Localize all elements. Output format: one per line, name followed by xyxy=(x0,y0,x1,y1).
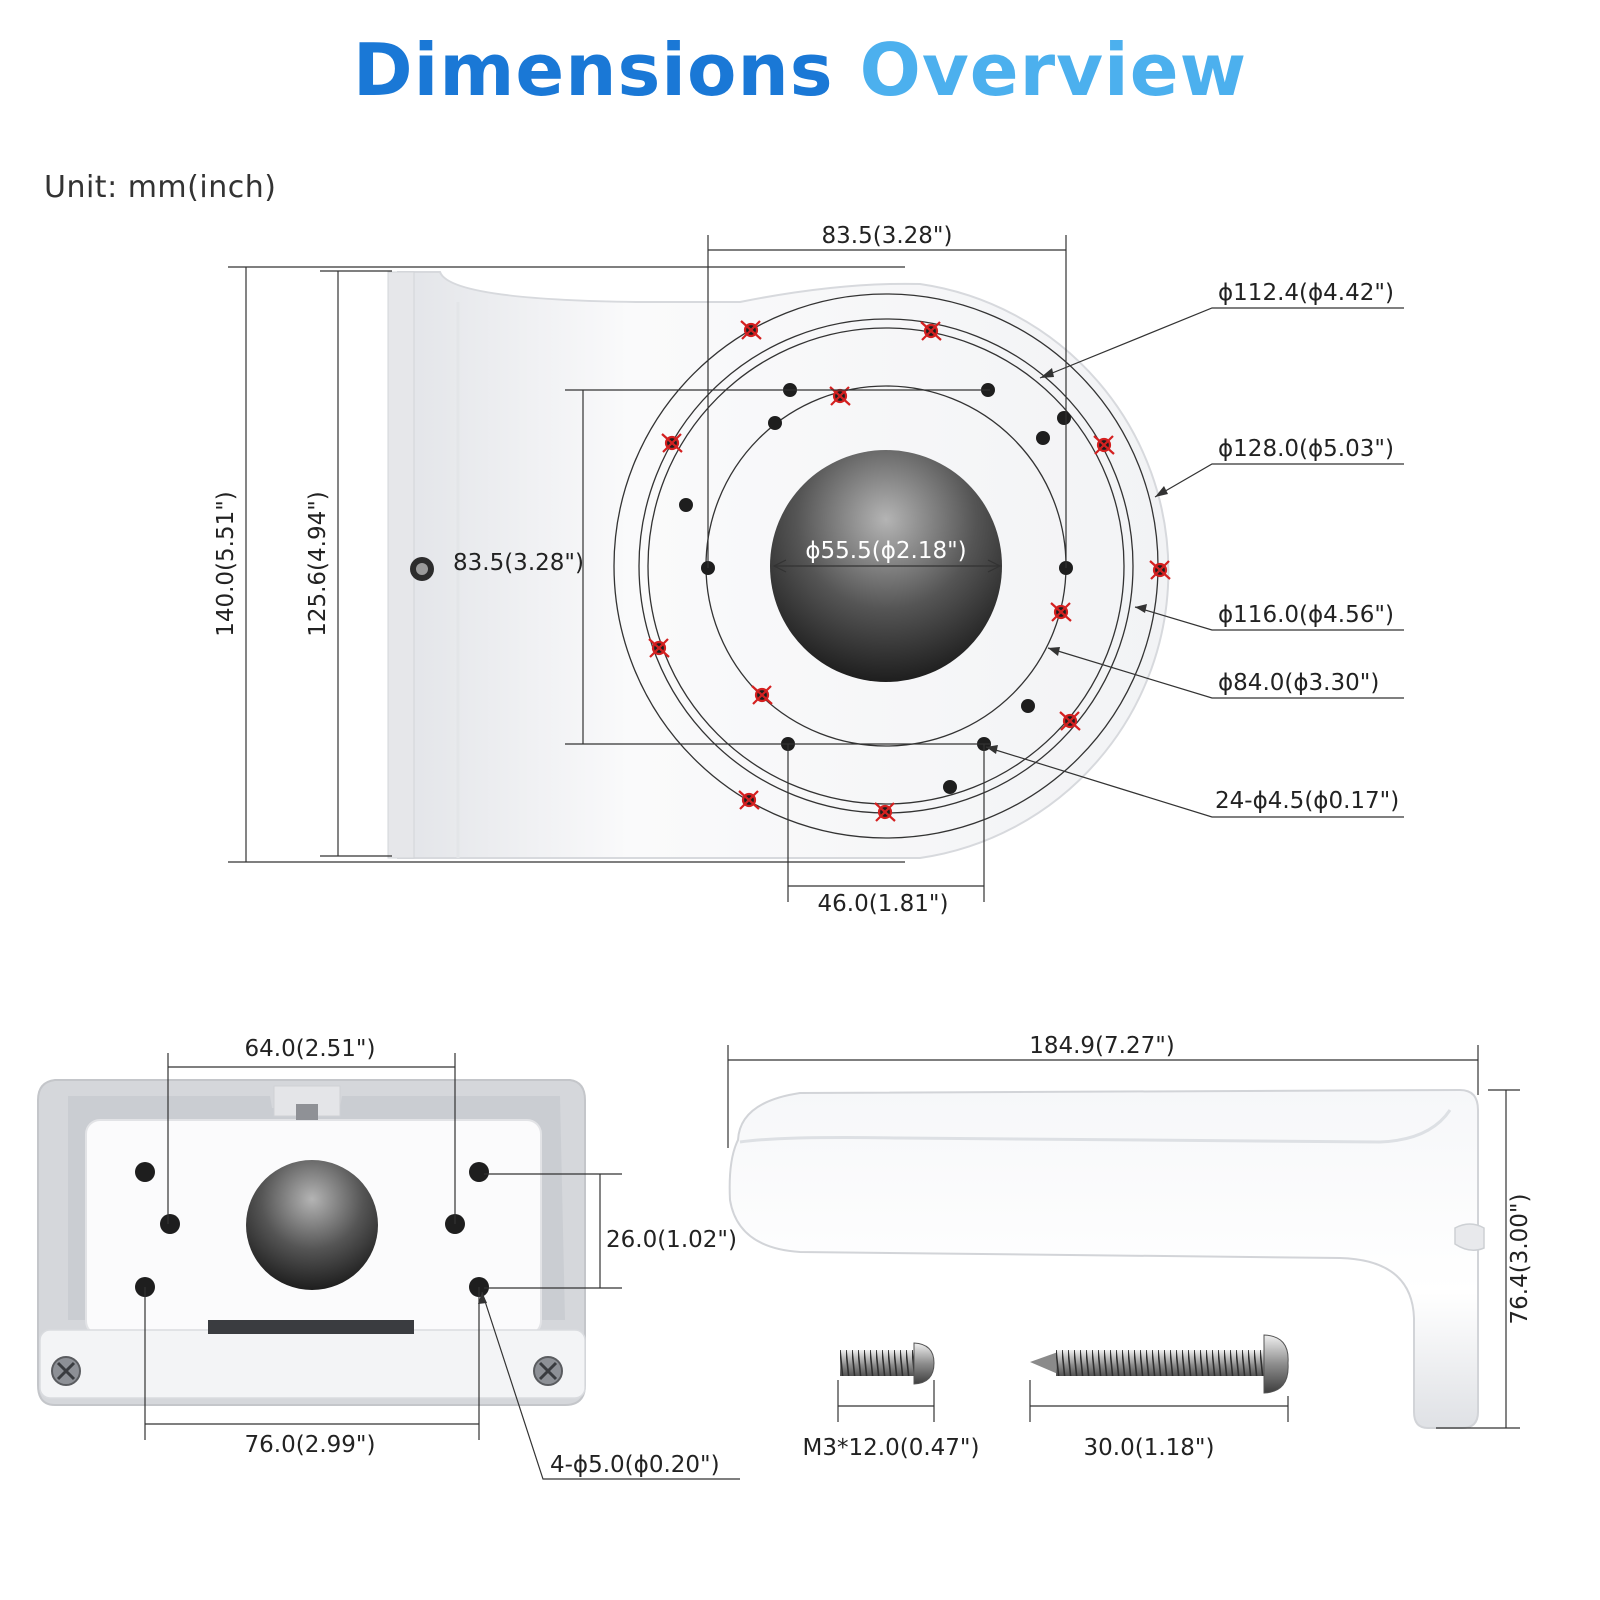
red-mark-hole xyxy=(648,638,670,658)
top-set-screw xyxy=(296,1104,318,1120)
side-view: 184.9(7.27") 76.4(3.00") xyxy=(727,1033,1533,1429)
front-view: 64.0(2.51") 26.0(1.02") 76.0(2.99") 4-ϕ5… xyxy=(37,1036,740,1480)
dim-diameter-116: ϕ116.0(ϕ4.56") xyxy=(1218,602,1394,628)
mount-hole xyxy=(679,498,693,512)
red-mark-hole xyxy=(920,321,942,341)
dim-side-length: 184.9(7.27") xyxy=(1029,1033,1175,1059)
front-hole xyxy=(469,1162,489,1182)
unit-label: Unit: mm(inch) xyxy=(44,170,277,205)
dim-front-holes: 4-ϕ5.0(ϕ0.20") xyxy=(550,1452,720,1478)
red-mark-hole xyxy=(661,433,683,453)
mount-hole xyxy=(1021,699,1035,713)
red-mark-hole xyxy=(738,790,760,810)
dim-machine-screw: M3*12.0(0.47") xyxy=(803,1435,980,1461)
machine-screw xyxy=(840,1342,935,1385)
dim-bottom-spacing: 46.0(1.81") xyxy=(818,891,949,917)
page-title: Dimensions Overview xyxy=(0,28,1600,112)
mount-hole xyxy=(1057,411,1071,425)
dim-diameter-128: ϕ128.0(ϕ5.03") xyxy=(1218,436,1394,462)
title-part-1: Dimensions xyxy=(352,28,834,112)
dim-center-hole: ϕ55.5(ϕ2.18") xyxy=(805,538,966,564)
dim-holes-24: 24-ϕ4.5(ϕ0.17") xyxy=(1215,788,1399,814)
plate-edge xyxy=(387,271,415,859)
dim-top-width: 83.5(3.28") xyxy=(822,223,953,249)
cross-screw-left xyxy=(51,1356,81,1386)
mount-hole xyxy=(768,416,782,430)
dim-front-top: 64.0(2.51") xyxy=(245,1036,376,1062)
red-mark-hole xyxy=(874,802,896,822)
dim-front-bottom: 76.0(2.99") xyxy=(245,1432,376,1458)
cross-screw-right xyxy=(533,1356,563,1386)
dim-side-height: 76.4(3.00") xyxy=(1507,1194,1533,1325)
wood-screw xyxy=(1030,1334,1289,1394)
red-mark-holes xyxy=(648,320,1171,822)
side-tab xyxy=(1454,1223,1485,1251)
mount-hole xyxy=(1036,431,1050,445)
top-view: 83.5(3.28") 140.0(5.51") 125.6(4.94") 83… xyxy=(213,223,1404,917)
title-part-2: Overview xyxy=(859,28,1248,112)
side-arm xyxy=(728,1088,1479,1429)
red-mark-hole xyxy=(1059,711,1081,731)
front-center-hole xyxy=(246,1160,378,1290)
dim-wood-screw: 30.0(1.18") xyxy=(1084,1435,1215,1461)
hole-dots xyxy=(679,383,1073,794)
red-mark-hole xyxy=(1050,602,1072,622)
bottom-cover xyxy=(39,1329,586,1399)
front-hole xyxy=(160,1214,180,1234)
mount-hole xyxy=(943,780,957,794)
dim-front-vertical: 26.0(1.02") xyxy=(606,1227,737,1253)
side-screw-hole xyxy=(410,557,434,581)
dim-diameter-84: ϕ84.0(ϕ3.30") xyxy=(1218,670,1379,696)
dim-outer-height: 140.0(5.51") xyxy=(213,491,239,637)
red-mark-hole xyxy=(1093,435,1115,455)
dim-diameter-112: ϕ112.4(ϕ4.42") xyxy=(1218,280,1394,306)
red-mark-hole xyxy=(751,685,773,705)
dim-square-side: 83.5(3.28") xyxy=(453,550,584,576)
front-hole xyxy=(135,1162,155,1182)
dim-inner-height: 125.6(4.94") xyxy=(305,491,331,637)
red-mark-hole xyxy=(740,320,762,340)
screws: M3*12.0(0.47") 30.0(1.18") xyxy=(803,1334,1289,1461)
red-mark-hole xyxy=(1149,560,1171,580)
